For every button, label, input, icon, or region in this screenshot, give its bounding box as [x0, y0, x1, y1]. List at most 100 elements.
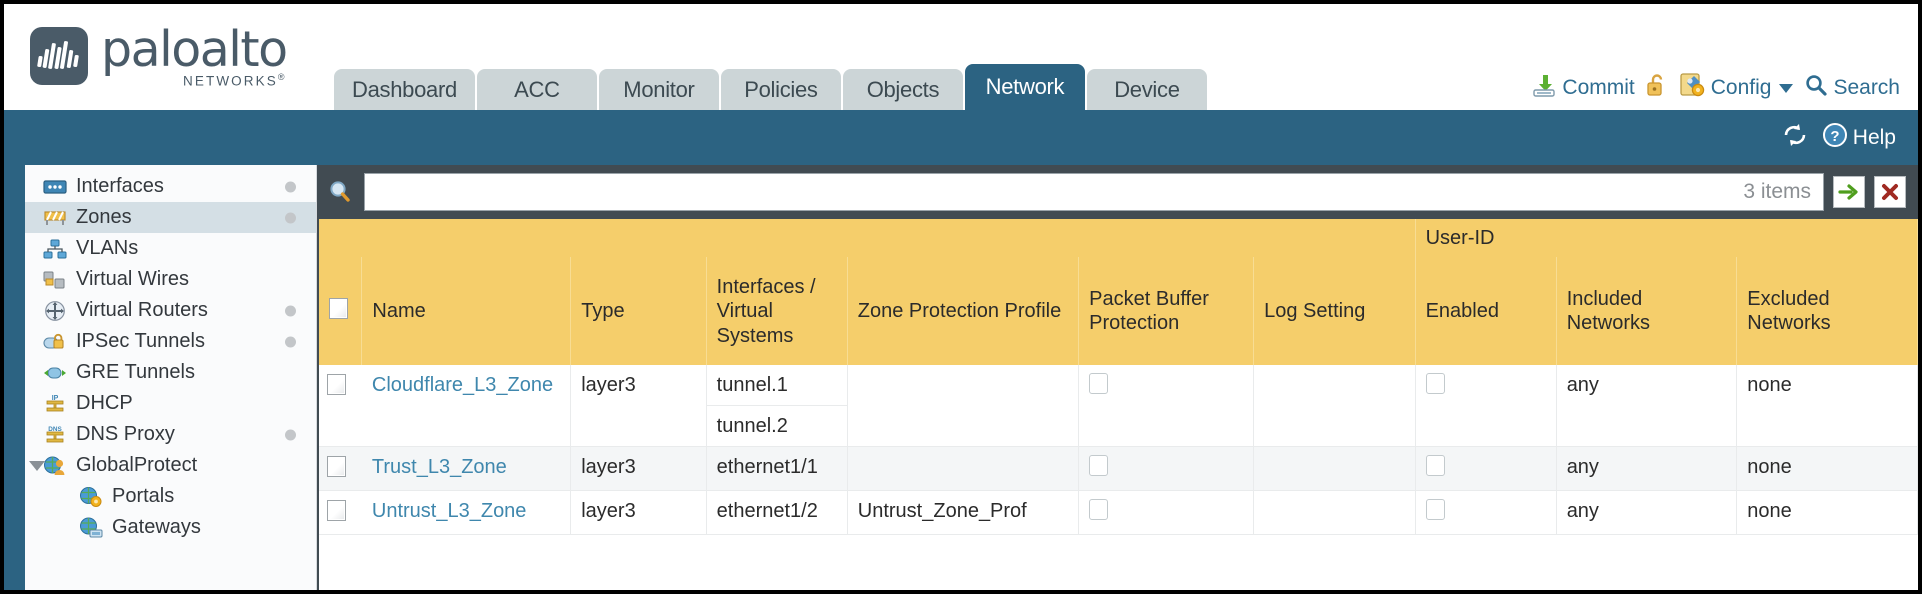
column-header-packet-buffer-protection[interactable]: Packet Buffer Protection — [1078, 257, 1255, 366]
column-header-userid-enabled[interactable]: Enabled — [1415, 257, 1557, 366]
cell-packet-buffer-protection[interactable] — [1078, 446, 1255, 492]
zone-name-link[interactable]: Untrust_L3_Zone — [371, 500, 527, 523]
cell-excluded-networks: none — [1736, 446, 1918, 492]
main-panel: 3 items — [317, 165, 1918, 590]
cell-name[interactable]: Untrust_L3_Zone — [361, 490, 572, 536]
packet-buffer-protection-checkbox[interactable] — [1089, 499, 1109, 521]
sidebar-item-ipsec-tunnels[interactable]: IPSec Tunnels — [25, 326, 316, 357]
table-group-header-row: User-ID — [319, 219, 1918, 258]
sidebar-item-zones[interactable]: Zones — [25, 202, 316, 233]
zone-name-link[interactable]: Cloudflare_L3_Zone — [371, 374, 554, 397]
sidebar-item-interfaces[interactable]: Interfaces — [25, 171, 316, 202]
table-row[interactable]: Untrust_L3_Zone layer3 ethernet1/2 Untru… — [319, 490, 1918, 536]
userid-enabled-checkbox[interactable] — [1425, 455, 1445, 477]
cell-log-setting — [1253, 446, 1416, 492]
column-header-included-networks[interactable]: Included Networks — [1556, 257, 1738, 366]
table-row[interactable]: Trust_L3_Zone layer3 ethernet1/1 any non… — [319, 446, 1918, 492]
interface-item: ethernet1/2 — [716, 500, 818, 523]
cell-name[interactable]: Trust_L3_Zone — [361, 446, 572, 492]
sidebar-item-gateways[interactable]: Gateways — [25, 512, 316, 543]
commit-button[interactable]: Commit — [1531, 72, 1635, 104]
row-checkbox-cell[interactable] — [319, 490, 362, 536]
brand-name: paloalto — [101, 20, 288, 78]
status-dot — [285, 336, 296, 347]
cell-included-networks: any — [1556, 365, 1738, 448]
cell-userid-enabled[interactable] — [1415, 446, 1557, 492]
search-field-wrapper[interactable]: 3 items — [364, 173, 1824, 211]
userid-enabled-checkbox[interactable] — [1425, 373, 1445, 395]
expand-triangle-icon[interactable] — [29, 460, 45, 471]
cell-included-networks: any — [1556, 490, 1738, 536]
tab-policies[interactable]: Policies — [720, 69, 841, 110]
column-header-type[interactable]: Type — [570, 257, 707, 366]
search-magnifier-icon — [1804, 73, 1828, 103]
gre-tunnels-icon — [42, 362, 68, 384]
tab-device[interactable]: Device — [1086, 69, 1207, 110]
dns-proxy-icon: DNS — [42, 424, 68, 446]
tab-objects[interactable]: Objects — [842, 69, 963, 110]
ipsec-tunnels-icon — [42, 331, 68, 353]
select-all-header[interactable] — [319, 257, 363, 366]
tab-monitor[interactable]: Monitor — [598, 69, 719, 110]
config-menu[interactable]: Config — [1679, 72, 1794, 104]
help-question-icon: ? — [1822, 122, 1848, 154]
clear-filter-button[interactable] — [1874, 176, 1906, 208]
row-select-checkbox[interactable] — [327, 500, 346, 522]
refresh-icon[interactable] — [1781, 122, 1809, 153]
sidebar-item-dns-proxy[interactable]: DNS DNS Proxy — [25, 419, 316, 450]
tab-network[interactable]: Network — [964, 64, 1085, 110]
packet-buffer-protection-checkbox[interactable] — [1089, 455, 1109, 477]
cell-userid-enabled[interactable] — [1415, 365, 1557, 448]
cell-packet-buffer-protection[interactable] — [1078, 365, 1255, 448]
cell-userid-enabled[interactable] — [1415, 490, 1557, 536]
sidebar-item-gre-tunnels[interactable]: GRE Tunnels — [25, 357, 316, 388]
sidebar-item-dhcp[interactable]: IP DHCP — [25, 388, 316, 419]
cell-name[interactable]: Cloudflare_L3_Zone — [361, 365, 572, 448]
paloalto-logo-icon — [30, 26, 88, 85]
lock-button[interactable] — [1646, 72, 1668, 104]
row-checkbox-cell[interactable] — [319, 446, 362, 492]
row-select-checkbox[interactable] — [327, 456, 346, 478]
items-count-label: 3 items — [1743, 180, 1811, 203]
tab-acc[interactable]: ACC — [476, 69, 597, 110]
portals-icon — [78, 486, 104, 508]
gateways-icon — [78, 517, 104, 539]
cell-packet-buffer-protection[interactable] — [1078, 490, 1255, 536]
select-all-checkbox[interactable] — [329, 297, 348, 319]
sidebar-item-vlans[interactable]: VLANs — [25, 233, 316, 264]
search-magnifier-icon — [327, 179, 355, 205]
help-button[interactable]: ? Help — [1822, 122, 1896, 154]
column-header-excluded-networks[interactable]: Excluded Networks — [1736, 257, 1918, 366]
column-header-zone-protection-profile[interactable]: Zone Protection Profile — [847, 257, 1080, 366]
sidebar-item-portals[interactable]: Portals — [25, 481, 316, 512]
row-checkbox-cell[interactable] — [319, 365, 362, 448]
sidebar-item-virtual-wires[interactable]: Virtual Wires — [25, 264, 316, 295]
zone-name-link[interactable]: Trust_L3_Zone — [371, 456, 507, 479]
interfaces-icon — [42, 176, 68, 198]
search-input[interactable] — [377, 174, 1736, 210]
virtual-wires-icon — [42, 269, 68, 291]
column-header-name[interactable]: Name — [361, 257, 572, 366]
table-row[interactable]: Cloudflare_L3_Zone layer3 tunnel.1 tunne… — [319, 365, 1918, 448]
svg-text:DNS: DNS — [48, 426, 62, 433]
tab-dashboard[interactable]: Dashboard — [334, 69, 475, 110]
column-header-log-setting[interactable]: Log Setting — [1253, 257, 1416, 366]
sidebar-container: Interfaces Zones — [4, 165, 317, 590]
packet-buffer-protection-checkbox[interactable] — [1089, 373, 1109, 395]
userid-enabled-checkbox[interactable] — [1425, 499, 1445, 521]
sidebar-item-label: Virtual Routers — [76, 299, 208, 321]
sidebar-item-virtual-routers[interactable]: Virtual Routers — [25, 295, 316, 326]
config-wrench-icon — [1679, 72, 1706, 104]
sidebar-item-label: GlobalProtect — [76, 454, 198, 476]
apply-filter-button[interactable] — [1833, 176, 1865, 208]
column-header-interfaces[interactable]: Interfaces / Virtual Systems — [706, 257, 848, 366]
sidebar-item-label: DNS Proxy — [76, 423, 175, 445]
network-sidebar: Interfaces Zones — [25, 165, 317, 590]
svg-text:IP: IP — [52, 395, 59, 402]
cell-log-setting — [1253, 490, 1416, 536]
filter-bar: 3 items — [317, 165, 1918, 219]
row-select-checkbox[interactable] — [327, 374, 346, 396]
sidebar-item-globalprotect[interactable]: GlobalProtect — [25, 450, 316, 481]
search-button[interactable]: Search — [1804, 73, 1900, 103]
sidebar-item-label: Portals — [112, 485, 175, 507]
